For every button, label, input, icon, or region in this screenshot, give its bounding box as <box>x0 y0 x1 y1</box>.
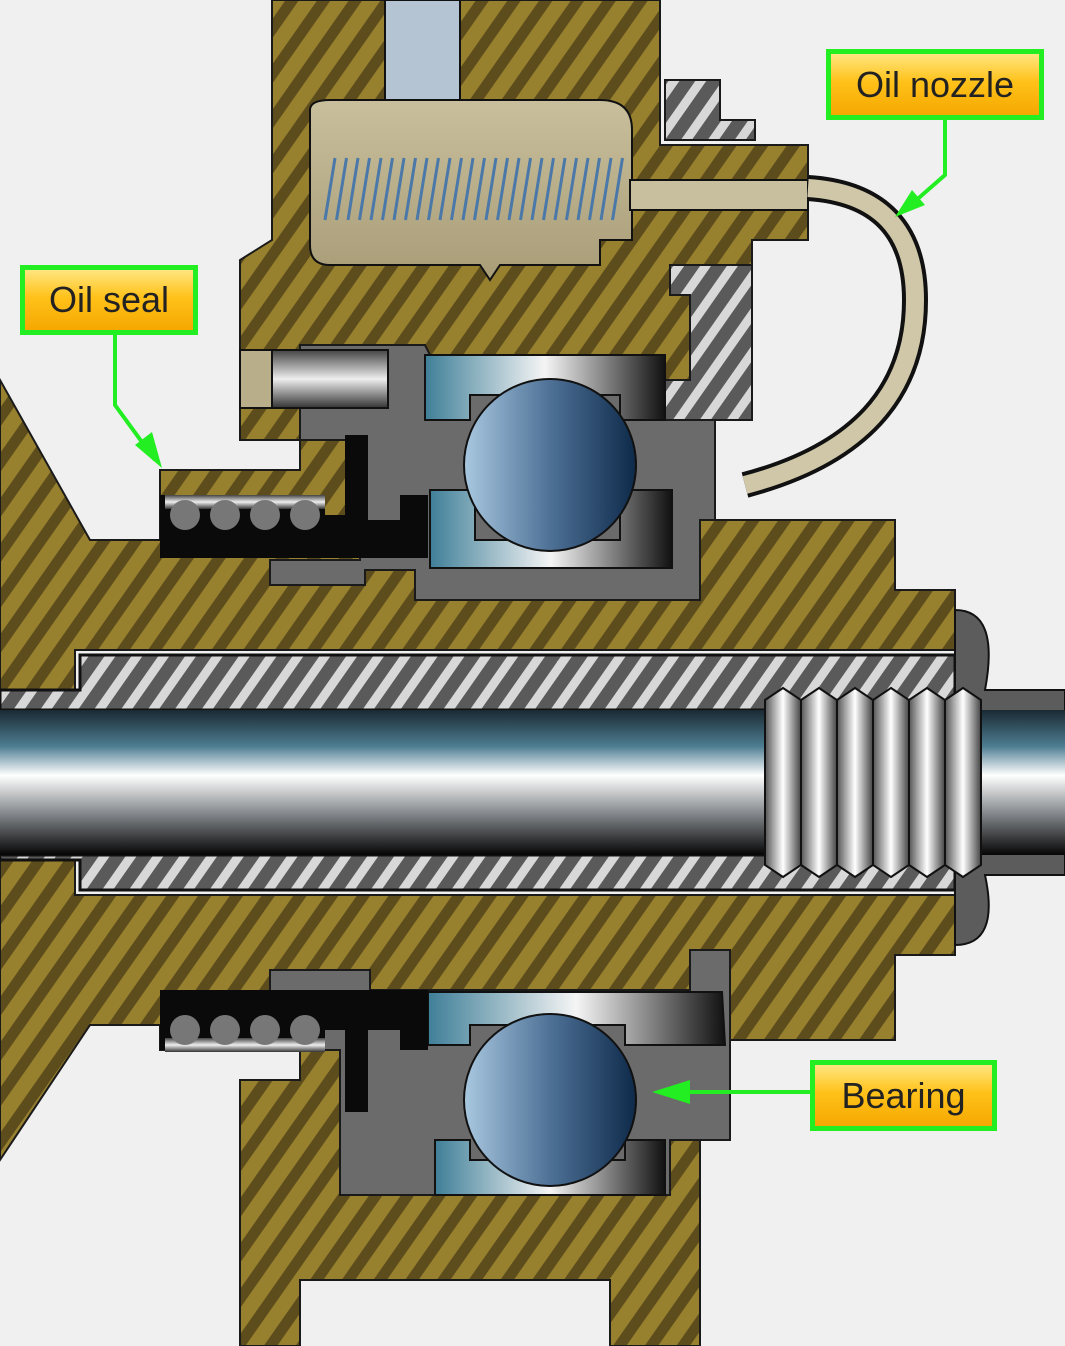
spring-coil <box>415 157 429 221</box>
spring-coil <box>438 157 452 221</box>
spring-coil <box>427 157 440 221</box>
spring-coil <box>576 157 590 221</box>
thread-ridge <box>836 686 874 879</box>
callout-arrowheads <box>135 190 925 1104</box>
spring-coil <box>519 157 532 221</box>
upper-oil-seal <box>160 435 428 558</box>
thread-ridge <box>800 686 838 879</box>
spring-coil <box>599 157 613 221</box>
label-bearing: Bearing <box>810 1060 997 1131</box>
spring-coil <box>392 157 406 221</box>
spring-coil <box>404 157 417 221</box>
spring-coil <box>565 157 578 221</box>
spring-coil <box>530 157 544 221</box>
spring-coil <box>553 157 567 221</box>
thread-ridge <box>908 686 946 879</box>
spring-coil <box>611 157 624 221</box>
nozzle-stem <box>629 179 809 211</box>
thread-ridge <box>764 686 802 879</box>
ball-icon <box>463 1013 637 1187</box>
spring-coil <box>323 157 337 221</box>
label-oil-seal: Oil seal <box>20 265 198 335</box>
spring-coil <box>450 157 463 221</box>
shaft-threads <box>764 686 982 879</box>
spring-coil <box>484 157 498 221</box>
lower-bearing <box>427 991 727 1196</box>
spring-coil <box>346 157 360 221</box>
spring-coil <box>507 157 521 221</box>
thread-ridge <box>872 686 910 879</box>
thread-ridge <box>944 686 982 879</box>
spring-coil <box>358 157 371 221</box>
spring-coil <box>461 157 475 221</box>
spring-coil <box>473 157 486 221</box>
steel-insert-upper <box>664 79 756 141</box>
ball-icon <box>463 378 637 552</box>
spring-coil <box>542 157 555 221</box>
spring-coil <box>335 157 348 221</box>
spring-coil <box>369 157 383 221</box>
lower-oil-seal <box>160 990 428 1112</box>
pin-cap <box>239 349 273 409</box>
spring-icon <box>323 157 624 221</box>
oil-line <box>742 179 925 494</box>
spring-coil <box>496 157 509 221</box>
upper-bearing <box>424 354 673 569</box>
spring-coil <box>381 157 394 221</box>
spring-coil <box>588 157 601 221</box>
label-oil-nozzle: Oil nozzle <box>826 49 1044 120</box>
oil-nozzle-body <box>309 99 633 282</box>
